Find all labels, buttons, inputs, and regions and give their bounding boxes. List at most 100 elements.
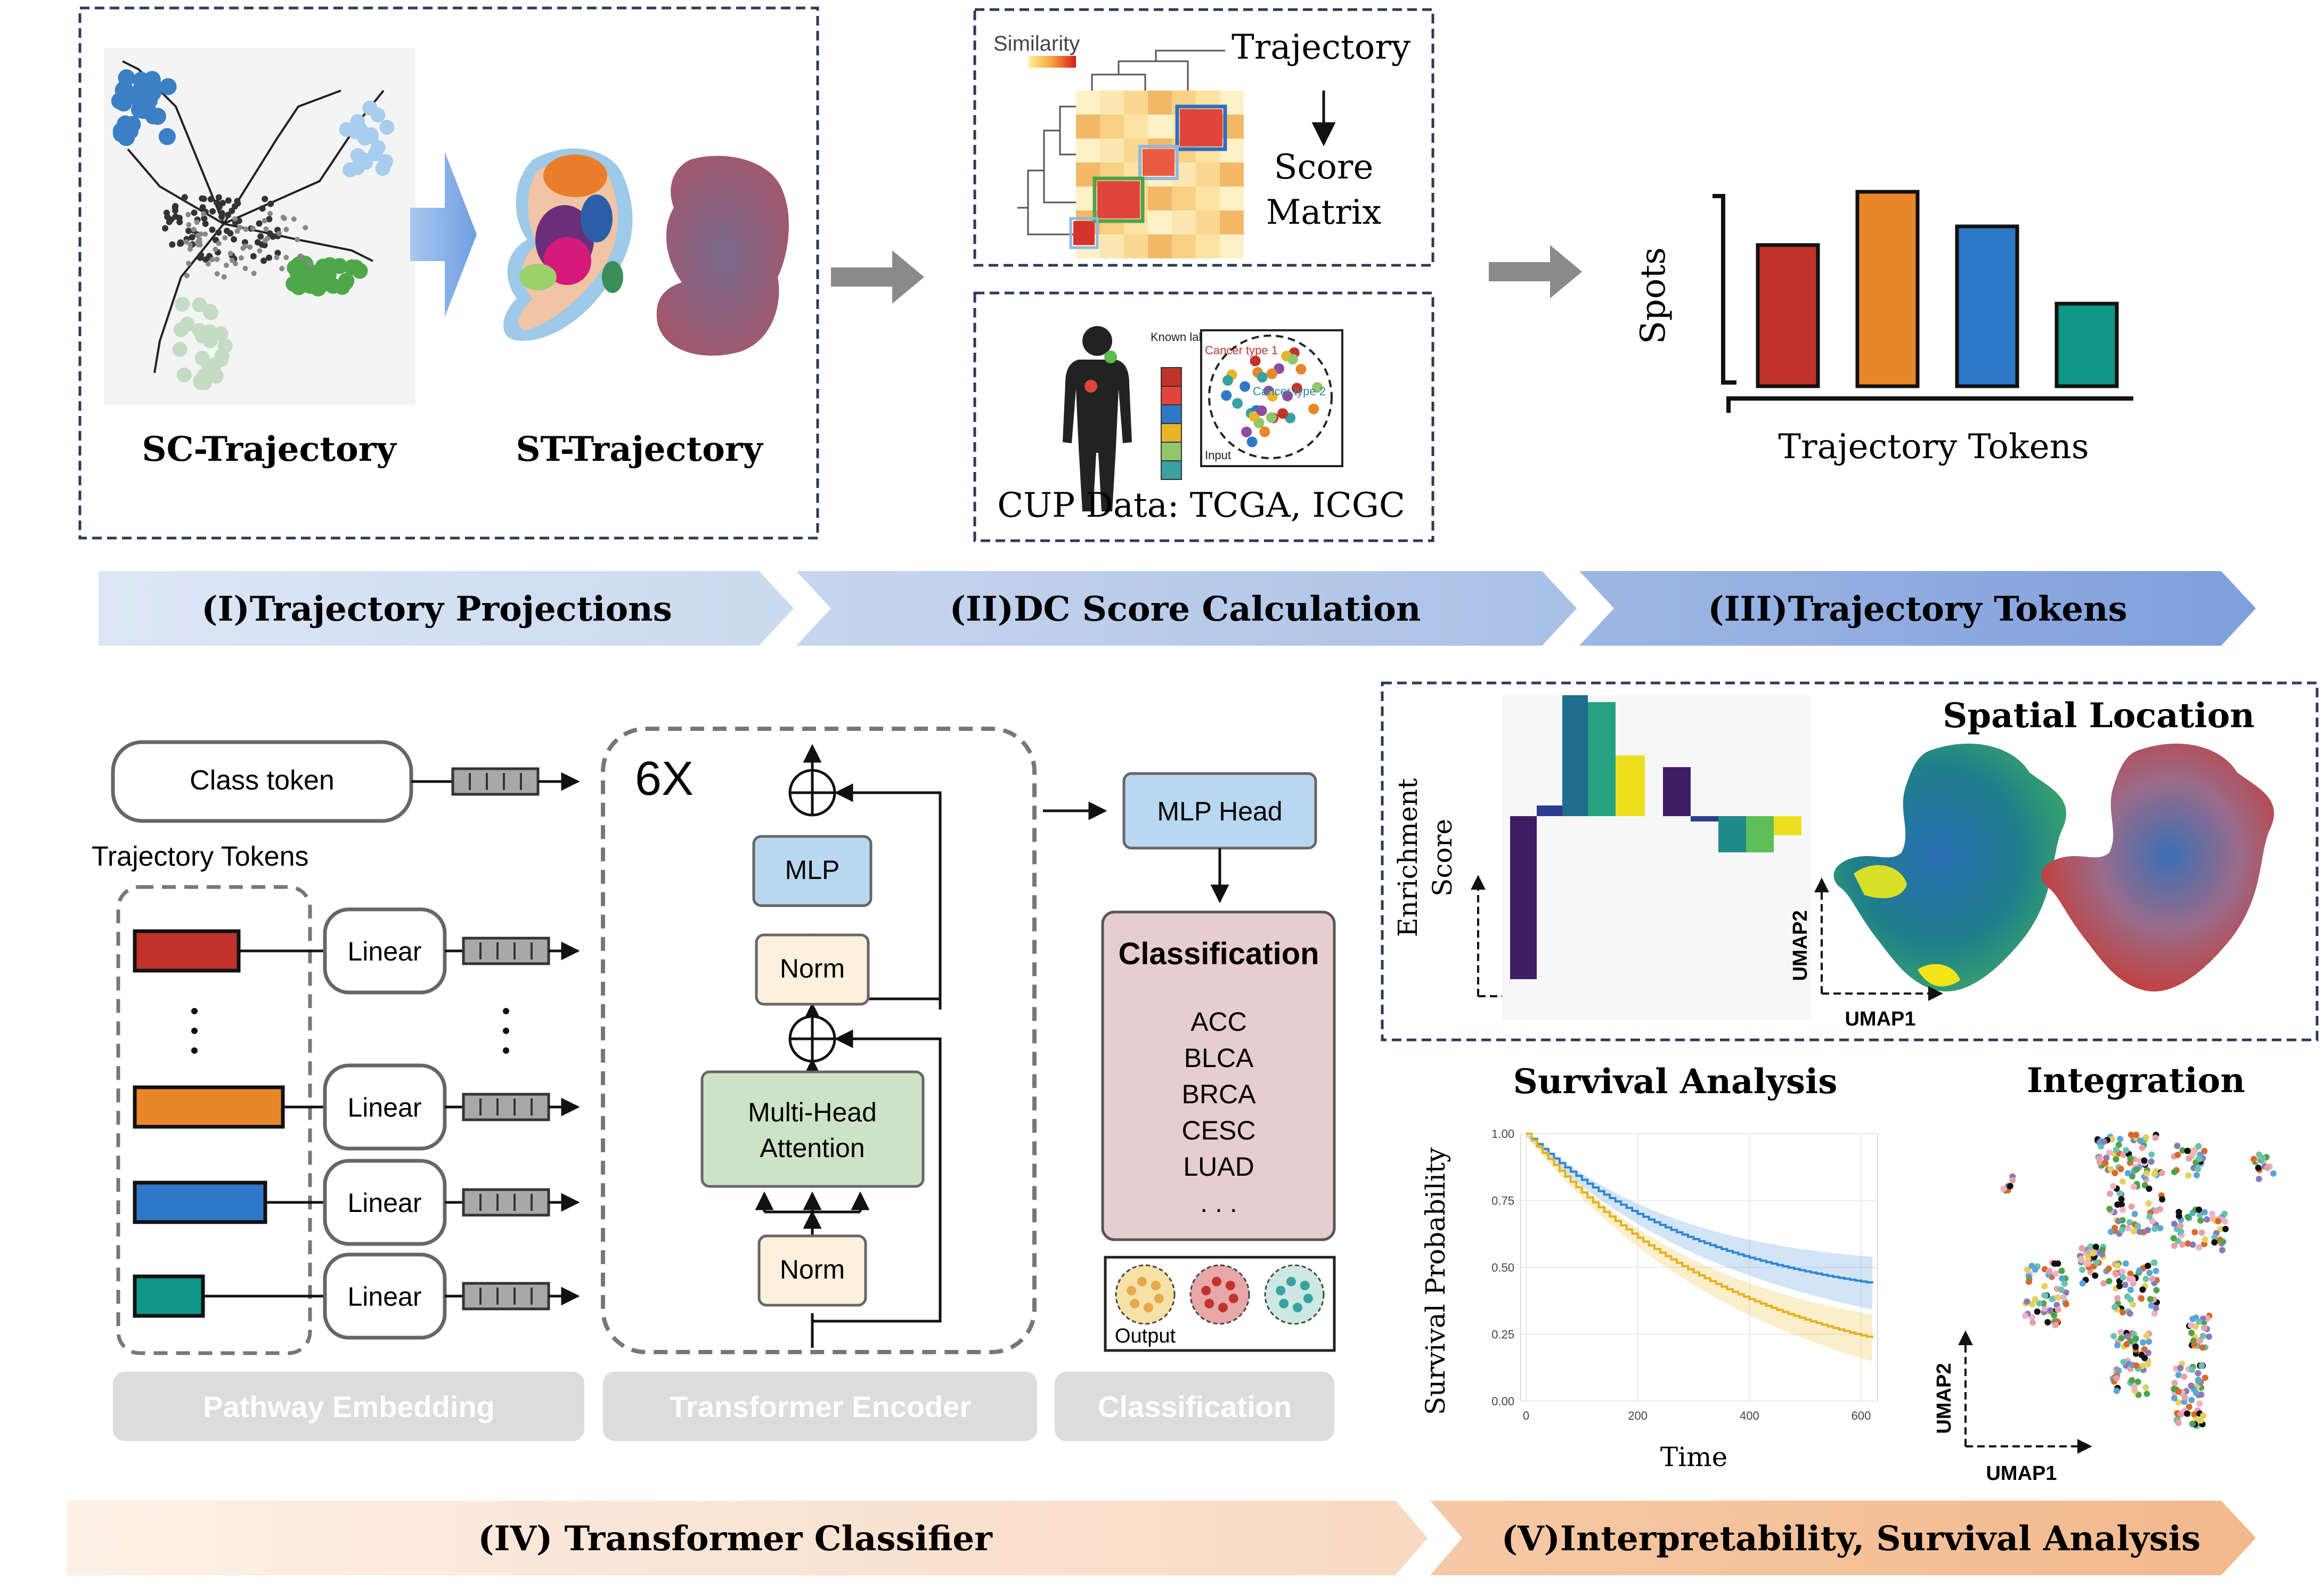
sc-cell <box>233 261 239 266</box>
integration-cell <box>2143 1332 2150 1339</box>
sc-cell <box>205 261 211 267</box>
integration-cell <box>2051 1260 2058 1267</box>
integration-cell <box>2197 1211 2204 1218</box>
sc-cell <box>193 375 209 390</box>
integration-cell <box>2200 1412 2207 1419</box>
sc-cell <box>267 210 273 216</box>
integration-cell <box>2115 1367 2122 1374</box>
encoder-repeat-label: 6X <box>635 752 694 805</box>
integration-cell <box>2029 1300 2036 1307</box>
integration-cell <box>2188 1382 2195 1389</box>
output-dot <box>1143 1303 1153 1313</box>
similarity-heatmap <box>1073 91 1244 258</box>
panel-sc-st-frame <box>78 6 819 540</box>
integration-cell <box>2199 1344 2206 1351</box>
integration-cell <box>2127 1287 2134 1293</box>
embedding-vector <box>462 937 550 965</box>
class-name: BLCA <box>1184 1043 1254 1073</box>
stage2-banner <box>796 571 1577 646</box>
classification-footer <box>1055 1372 1334 1441</box>
integration-cell <box>2036 1300 2043 1307</box>
integration-cell <box>2259 1154 2266 1161</box>
heatmap-cell <box>1124 91 1148 115</box>
integration-cell <box>2110 1183 2117 1190</box>
integration-cell <box>2118 1334 2125 1341</box>
sc-cell <box>256 220 263 227</box>
integration-cell <box>2189 1366 2196 1373</box>
sc-cell <box>299 254 305 260</box>
integration-cell <box>2183 1410 2190 1417</box>
heatmap-cell <box>1100 139 1124 162</box>
sc-cell <box>111 92 128 110</box>
output-cluster <box>1264 1264 1325 1325</box>
integration-cell <box>2171 1380 2178 1387</box>
integration-cell <box>2198 1391 2205 1398</box>
attention-label-line1: Multi-Head <box>748 1097 877 1127</box>
sc-cell <box>214 271 220 276</box>
integration-cell <box>2209 1210 2216 1217</box>
cluster-highlight-blue <box>1175 104 1227 151</box>
sc-cell <box>231 236 238 243</box>
integration-cell <box>2054 1294 2061 1301</box>
integration-cell <box>2133 1166 2140 1173</box>
integration-cell <box>2103 1154 2110 1161</box>
sc-cell <box>295 237 300 242</box>
known-labels-stack <box>1161 367 1182 480</box>
cancer-map-ring <box>1208 335 1333 459</box>
sc-cell <box>186 222 192 227</box>
spots-axis-label: Spots <box>1634 247 1673 344</box>
linear-label: Linear <box>348 1282 422 1312</box>
transformer-encoder-footer <box>603 1372 1037 1441</box>
integration-cell <box>2201 1236 2208 1243</box>
survival-xtick: 200 <box>1628 1409 1648 1422</box>
spatial-umap1-label: UMAP1 <box>1845 1008 1915 1030</box>
survival-ytick: 0.75 <box>1491 1194 1514 1208</box>
output-dot <box>1212 1276 1222 1287</box>
sc-cell <box>223 263 229 268</box>
integration-cell <box>2191 1341 2198 1348</box>
sc-cell <box>266 254 273 261</box>
integration-cell <box>2024 1298 2031 1305</box>
sc-cell <box>259 205 266 212</box>
stage3-title: (III)Trajectory Tokens <box>1708 589 2127 629</box>
integration-cell <box>2113 1271 2119 1278</box>
sc-cell <box>218 214 225 221</box>
attention-label-line2: Attention <box>760 1133 865 1163</box>
cancer-dot <box>1308 403 1319 414</box>
integration-cell <box>2025 1279 2032 1285</box>
integration-cell <box>2129 1276 2136 1283</box>
survival-ytick: 1.00 <box>1491 1127 1514 1141</box>
integration-cell <box>2113 1156 2119 1163</box>
score-label: Score <box>1274 148 1374 187</box>
sc-cell <box>172 202 179 209</box>
integration-cell <box>2151 1259 2158 1266</box>
sc-cell <box>187 246 193 252</box>
sc-cell <box>176 215 183 222</box>
sc-cell <box>343 162 358 177</box>
sc-cell <box>344 259 360 275</box>
heatmap-cell <box>1220 210 1244 234</box>
integration-cell <box>2052 1270 2059 1277</box>
sc-cell <box>310 280 327 297</box>
embedding-vector <box>462 1282 550 1311</box>
sc-cell <box>176 367 192 382</box>
integration-cell <box>2157 1225 2164 1232</box>
known-label-swatch <box>1161 404 1182 424</box>
integration-cell <box>2116 1283 2123 1290</box>
integration-cell <box>2032 1266 2038 1273</box>
class-name: CESC <box>1182 1116 1256 1145</box>
integration-cell <box>2113 1375 2120 1382</box>
integration-cell <box>2170 1235 2177 1242</box>
integration-cell <box>2148 1302 2155 1309</box>
token-bar <box>1955 224 2019 388</box>
similarity-colorbar <box>1028 56 1076 68</box>
integration-cell <box>2135 1391 2142 1398</box>
integration-cell <box>2175 1212 2182 1219</box>
integration-cell <box>2101 1138 2108 1145</box>
cancer-dot <box>1256 405 1267 416</box>
spatial-umap2-label: UMAP2 <box>1789 910 1812 981</box>
integration-cell <box>2119 1309 2126 1316</box>
integration-cell <box>2219 1247 2225 1254</box>
panel-cup-frame <box>973 291 1434 542</box>
